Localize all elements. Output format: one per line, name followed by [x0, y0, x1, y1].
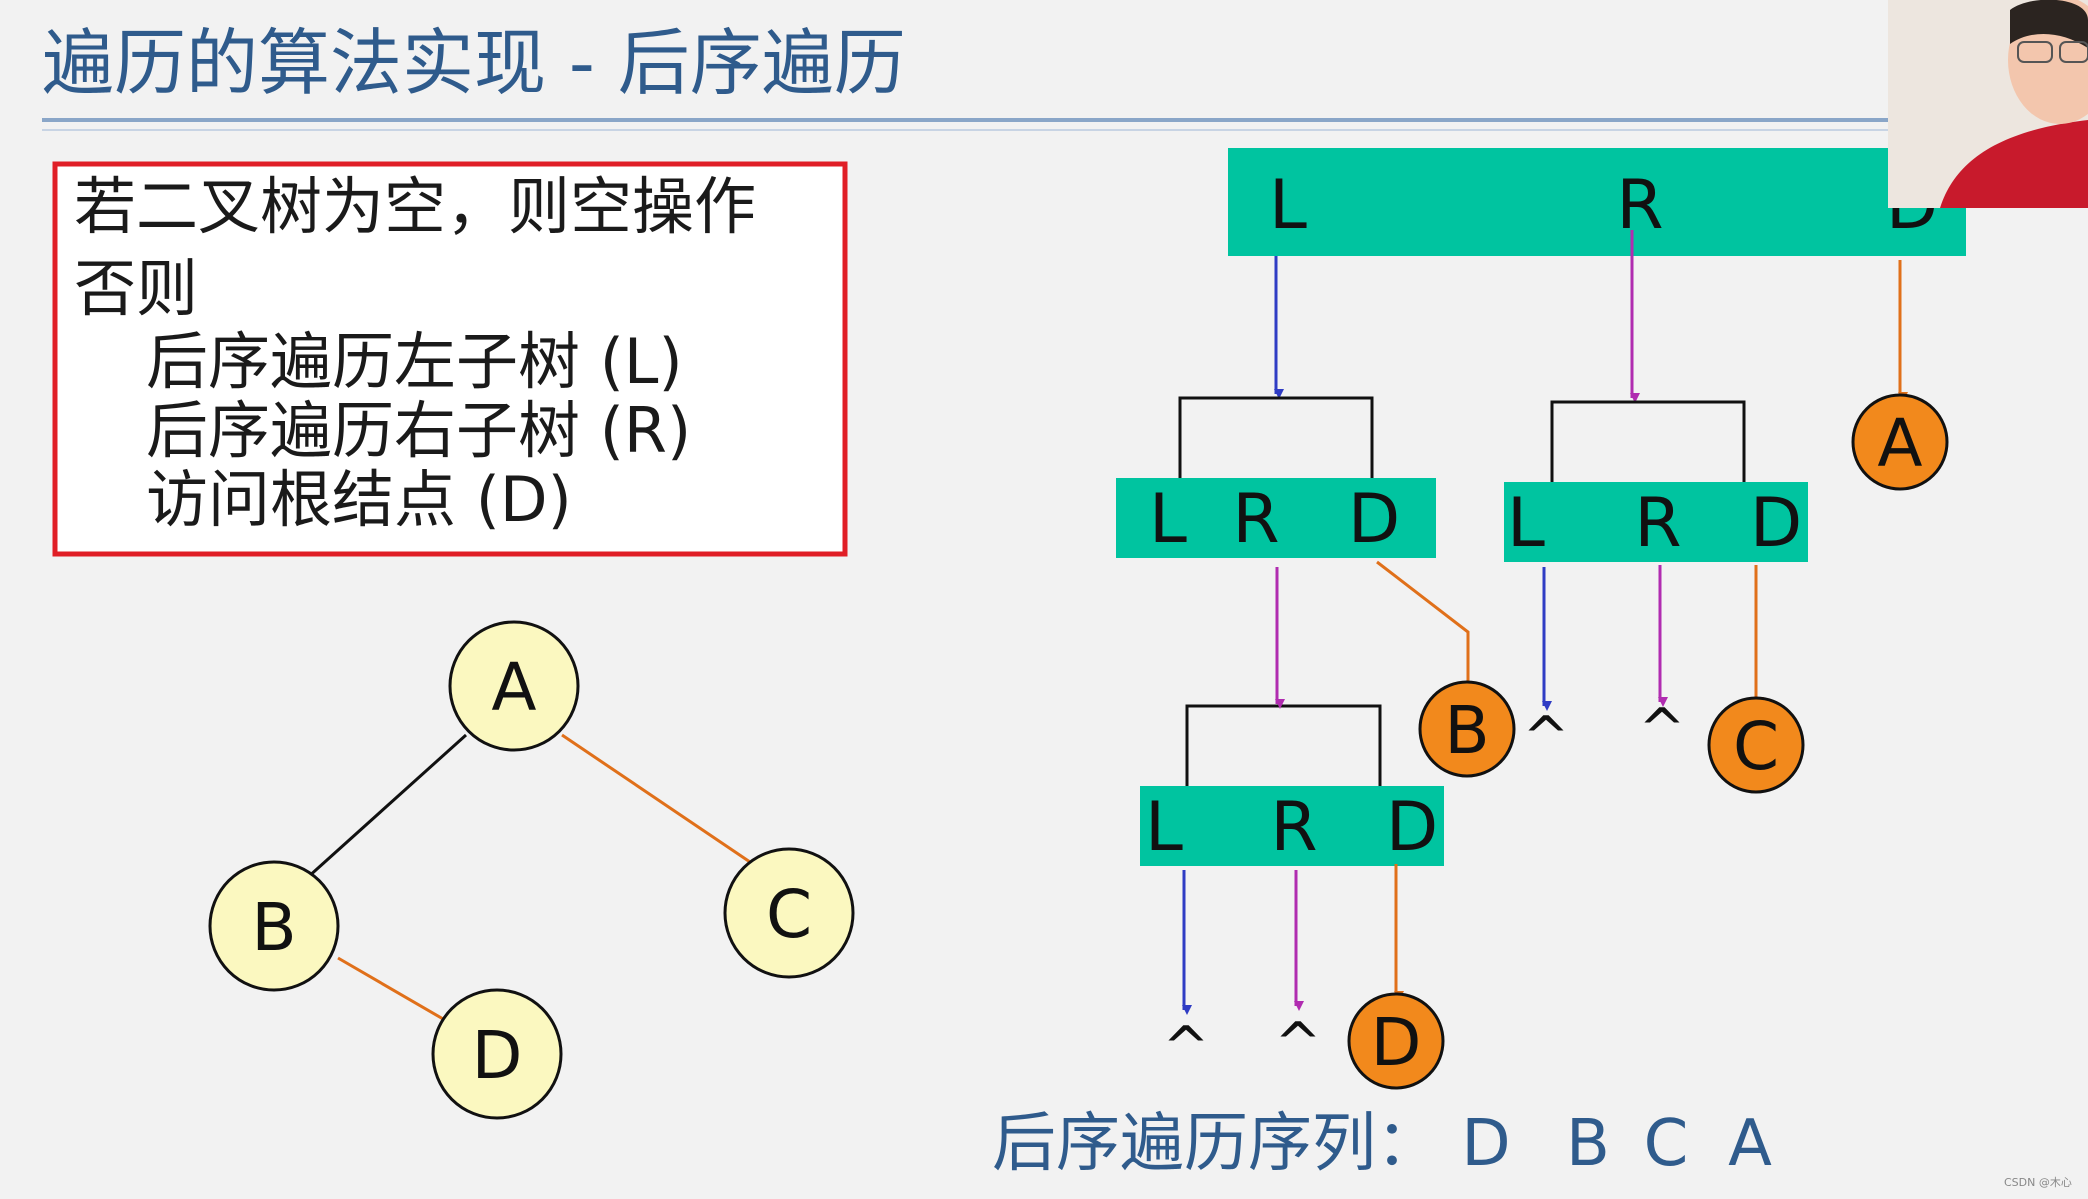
tree-node-c: C [723, 847, 855, 979]
visited-node-a: A [1851, 393, 1949, 491]
page-title: 遍历的算法实现 - 后序遍历 [42, 21, 906, 105]
bracket-mid-right [1550, 400, 1746, 482]
tree-node-d: D [431, 988, 563, 1120]
bar-mid-right-l: L [1507, 484, 1545, 563]
visited-node-d: D [1347, 992, 1445, 1090]
bar-top: L R D [1228, 148, 1966, 256]
edge-a-c [561, 733, 751, 864]
bar-top-r: R [1616, 166, 1663, 245]
tree-node-b: B [208, 860, 340, 992]
bracket-bottom [1185, 704, 1382, 786]
visited-node-c: C [1707, 696, 1805, 794]
bar-top-l: L [1269, 166, 1307, 245]
arrow-mid-left-d [1376, 560, 1476, 693]
rule-box: 若二叉树为空，则空操作 否则 后序遍历左子树 (L) 后序遍历右子树 (R) 访… [52, 161, 848, 557]
watermark: CSDN @木心 [2004, 1176, 2072, 1189]
visited-node-b-label: B [1444, 692, 1489, 769]
rule-line-1: 若二叉树为空，则空操作 [74, 170, 756, 243]
null-marker: ^ [1275, 1011, 1322, 1076]
visited-node-d-label: D [1371, 1004, 1422, 1081]
bar-mid-right: L R D [1504, 482, 1808, 563]
sequence-value: D [1461, 1107, 1510, 1181]
sequence-label: 后序遍历序列： [992, 1107, 1440, 1181]
bar-bottom-l: L [1145, 788, 1183, 867]
visited-node-b: B [1418, 680, 1516, 778]
bar-mid-left-r: R [1232, 480, 1279, 559]
bar-mid-left-l: L [1149, 480, 1187, 559]
tree-node-d-label: D [472, 1017, 523, 1094]
bar-bottom-d: D [1386, 788, 1438, 867]
tree-node-b-label: B [251, 889, 296, 966]
bar-bottom: L R D [1140, 786, 1444, 867]
rule-line-4: 后序遍历右子树 (R) [146, 394, 691, 467]
null-marker: ^ [1639, 697, 1686, 762]
bar-mid-left: L R D [1116, 478, 1436, 559]
sequence-value: B [1566, 1107, 1610, 1181]
edge-a-b [305, 733, 468, 880]
null-marker: ^ [1163, 1015, 1210, 1080]
presenter-video-thumbnail [1888, 0, 2088, 208]
bar-mid-right-d: D [1750, 484, 1802, 563]
visited-node-a-label: A [1877, 405, 1922, 482]
bar-mid-right-r: R [1634, 484, 1681, 563]
sequence-line: 后序遍历序列： D B C A [992, 1107, 1772, 1181]
rule-line-2: 否则 [74, 252, 198, 325]
tree-node-c-label: C [766, 876, 812, 953]
null-marker: ^ [1523, 705, 1570, 770]
bar-bottom-r: R [1270, 788, 1317, 867]
bracket-mid-left [1178, 396, 1374, 478]
edge-b-d [337, 956, 451, 1025]
binary-tree: A B C D [208, 620, 855, 1120]
bar-mid-left-d: D [1348, 480, 1400, 559]
tree-node-a: A [448, 620, 580, 752]
rule-line-3: 后序遍历左子树 (L) [146, 325, 683, 398]
tree-node-a-label: A [491, 649, 536, 726]
rule-line-5: 访问根结点 (D) [146, 463, 572, 536]
visited-node-c-label: C [1733, 708, 1779, 785]
sequence-value: A [1728, 1107, 1772, 1181]
sequence-value: C [1644, 1107, 1689, 1181]
